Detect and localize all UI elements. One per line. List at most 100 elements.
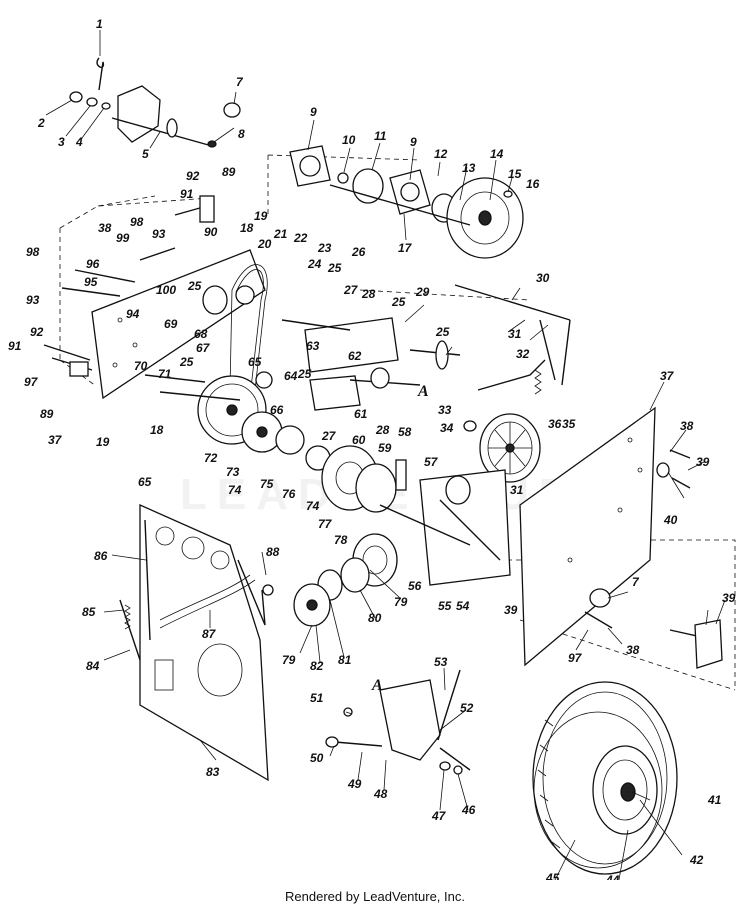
reference-mark-a: A	[417, 383, 429, 400]
callout-25-third: 25	[391, 295, 406, 309]
callout-29: 29	[415, 285, 430, 299]
callout-38-third: 38	[626, 643, 640, 657]
callout-25: 25	[187, 279, 202, 293]
callout-59: 59	[378, 441, 392, 455]
callout-13: 13	[462, 161, 476, 175]
callout-89-second: 89	[40, 407, 54, 421]
callout-32: 32	[516, 347, 530, 361]
callout-28: 28	[361, 287, 376, 301]
callout-25-sixth: 25	[297, 367, 312, 381]
callout-17: 17	[398, 241, 413, 255]
callout-63: 63	[306, 339, 320, 353]
callout-70: 70	[134, 359, 148, 373]
callout-7-second: 7	[632, 575, 640, 589]
callout-30: 30	[536, 271, 550, 285]
callout-83: 83	[206, 765, 220, 779]
callout-54: 54	[456, 599, 470, 613]
callout-85: 85	[82, 605, 96, 619]
callout-19-second: 19	[96, 435, 110, 449]
callout-22: 22	[293, 231, 308, 245]
callout-46: 46	[461, 803, 476, 817]
callout-90: 90	[204, 225, 218, 239]
callout-74: 74	[228, 483, 242, 497]
callout-68: 68	[194, 327, 208, 341]
callout-5: 5	[142, 147, 149, 161]
callout-61: 61	[354, 407, 368, 421]
callout-89: 89	[222, 165, 236, 179]
callout-33: 33	[438, 403, 452, 417]
render-credit: Rendered by LeadVenture, Inc.	[285, 889, 465, 904]
callout-26: 26	[351, 245, 366, 259]
callout-99: 99	[116, 231, 130, 245]
callout-27-second: 27	[321, 429, 337, 443]
callout-44: 44	[605, 873, 620, 880]
callout-58: 58	[398, 425, 412, 439]
callout-40: 40	[663, 513, 678, 527]
callout-41: 41	[707, 793, 722, 807]
callout-23: 23	[317, 241, 332, 255]
callout-25-second: 25	[327, 261, 342, 275]
callout-79: 79	[394, 595, 408, 609]
callout-38: 38	[98, 221, 112, 235]
callout-93: 93	[152, 227, 166, 241]
callout-27: 27	[343, 283, 359, 297]
callout-38-second: 38	[680, 419, 694, 433]
callout-95: 95	[84, 275, 98, 289]
callout-56: 56	[408, 579, 422, 593]
callout-73: 73	[226, 465, 240, 479]
callout-37: 37	[48, 433, 63, 447]
callout-86: 86	[94, 549, 108, 563]
callout-97: 97	[24, 375, 39, 389]
callout-11: 11	[374, 129, 387, 143]
callout-60: 60	[352, 433, 366, 447]
callout-69: 69	[164, 317, 178, 331]
callout-65-second: 65	[138, 475, 152, 489]
callout-82: 82	[310, 659, 324, 673]
callout-39-third: 39	[722, 591, 736, 605]
callout-50: 50	[310, 751, 324, 765]
callout-64: 64	[284, 369, 298, 383]
callout-15: 15	[508, 167, 522, 181]
callout-12: 12	[434, 147, 448, 161]
callout-78: 78	[334, 533, 348, 547]
callout-77: 77	[318, 517, 333, 531]
callout-47: 47	[431, 809, 447, 823]
line-art	[43, 57, 736, 875]
callout-57: 57	[424, 455, 439, 469]
callout-53: 53	[434, 655, 448, 669]
callout-65: 65	[248, 355, 262, 369]
callout-4: 4	[75, 135, 83, 149]
callout-31: 31	[508, 327, 522, 341]
callout-79-second: 79	[282, 653, 296, 667]
callout-1: 1	[96, 17, 103, 31]
callout-93-second: 93	[26, 293, 40, 307]
callout-71: 71	[158, 367, 172, 381]
callout-62: 62	[348, 349, 362, 363]
callout-37-second: 37	[660, 369, 675, 383]
callout-19: 19	[254, 209, 268, 223]
callout-66: 66	[270, 403, 284, 417]
callout-9: 9	[310, 105, 317, 119]
callout-84: 84	[86, 659, 100, 673]
leader-lines	[45, 30, 726, 880]
callout-25-fifth: 25	[179, 355, 194, 369]
callout-34: 34	[440, 421, 454, 435]
callout-92: 92	[186, 169, 200, 183]
callout-76: 76	[282, 487, 296, 501]
callout-36: 36	[548, 417, 562, 431]
callout-8: 8	[238, 127, 245, 141]
callout-100: 100	[156, 283, 176, 297]
callout-labels: 1 2 3 4 5 7 8 9 10 11 9 12 13 14 15 16 1…	[8, 17, 736, 880]
callout-25-fourth: 25	[435, 325, 450, 339]
callout-80: 80	[368, 611, 382, 625]
callout-72: 72	[204, 451, 218, 465]
callout-14: 14	[490, 147, 504, 161]
callout-92-second: 92	[30, 325, 44, 339]
callout-2: 2	[37, 116, 45, 130]
callout-98: 98	[130, 215, 144, 229]
callout-20: 20	[257, 237, 272, 251]
callout-49: 49	[347, 777, 362, 791]
callout-48: 48	[373, 787, 388, 801]
callout-35: 35	[562, 417, 576, 431]
callout-42: 42	[689, 853, 704, 867]
